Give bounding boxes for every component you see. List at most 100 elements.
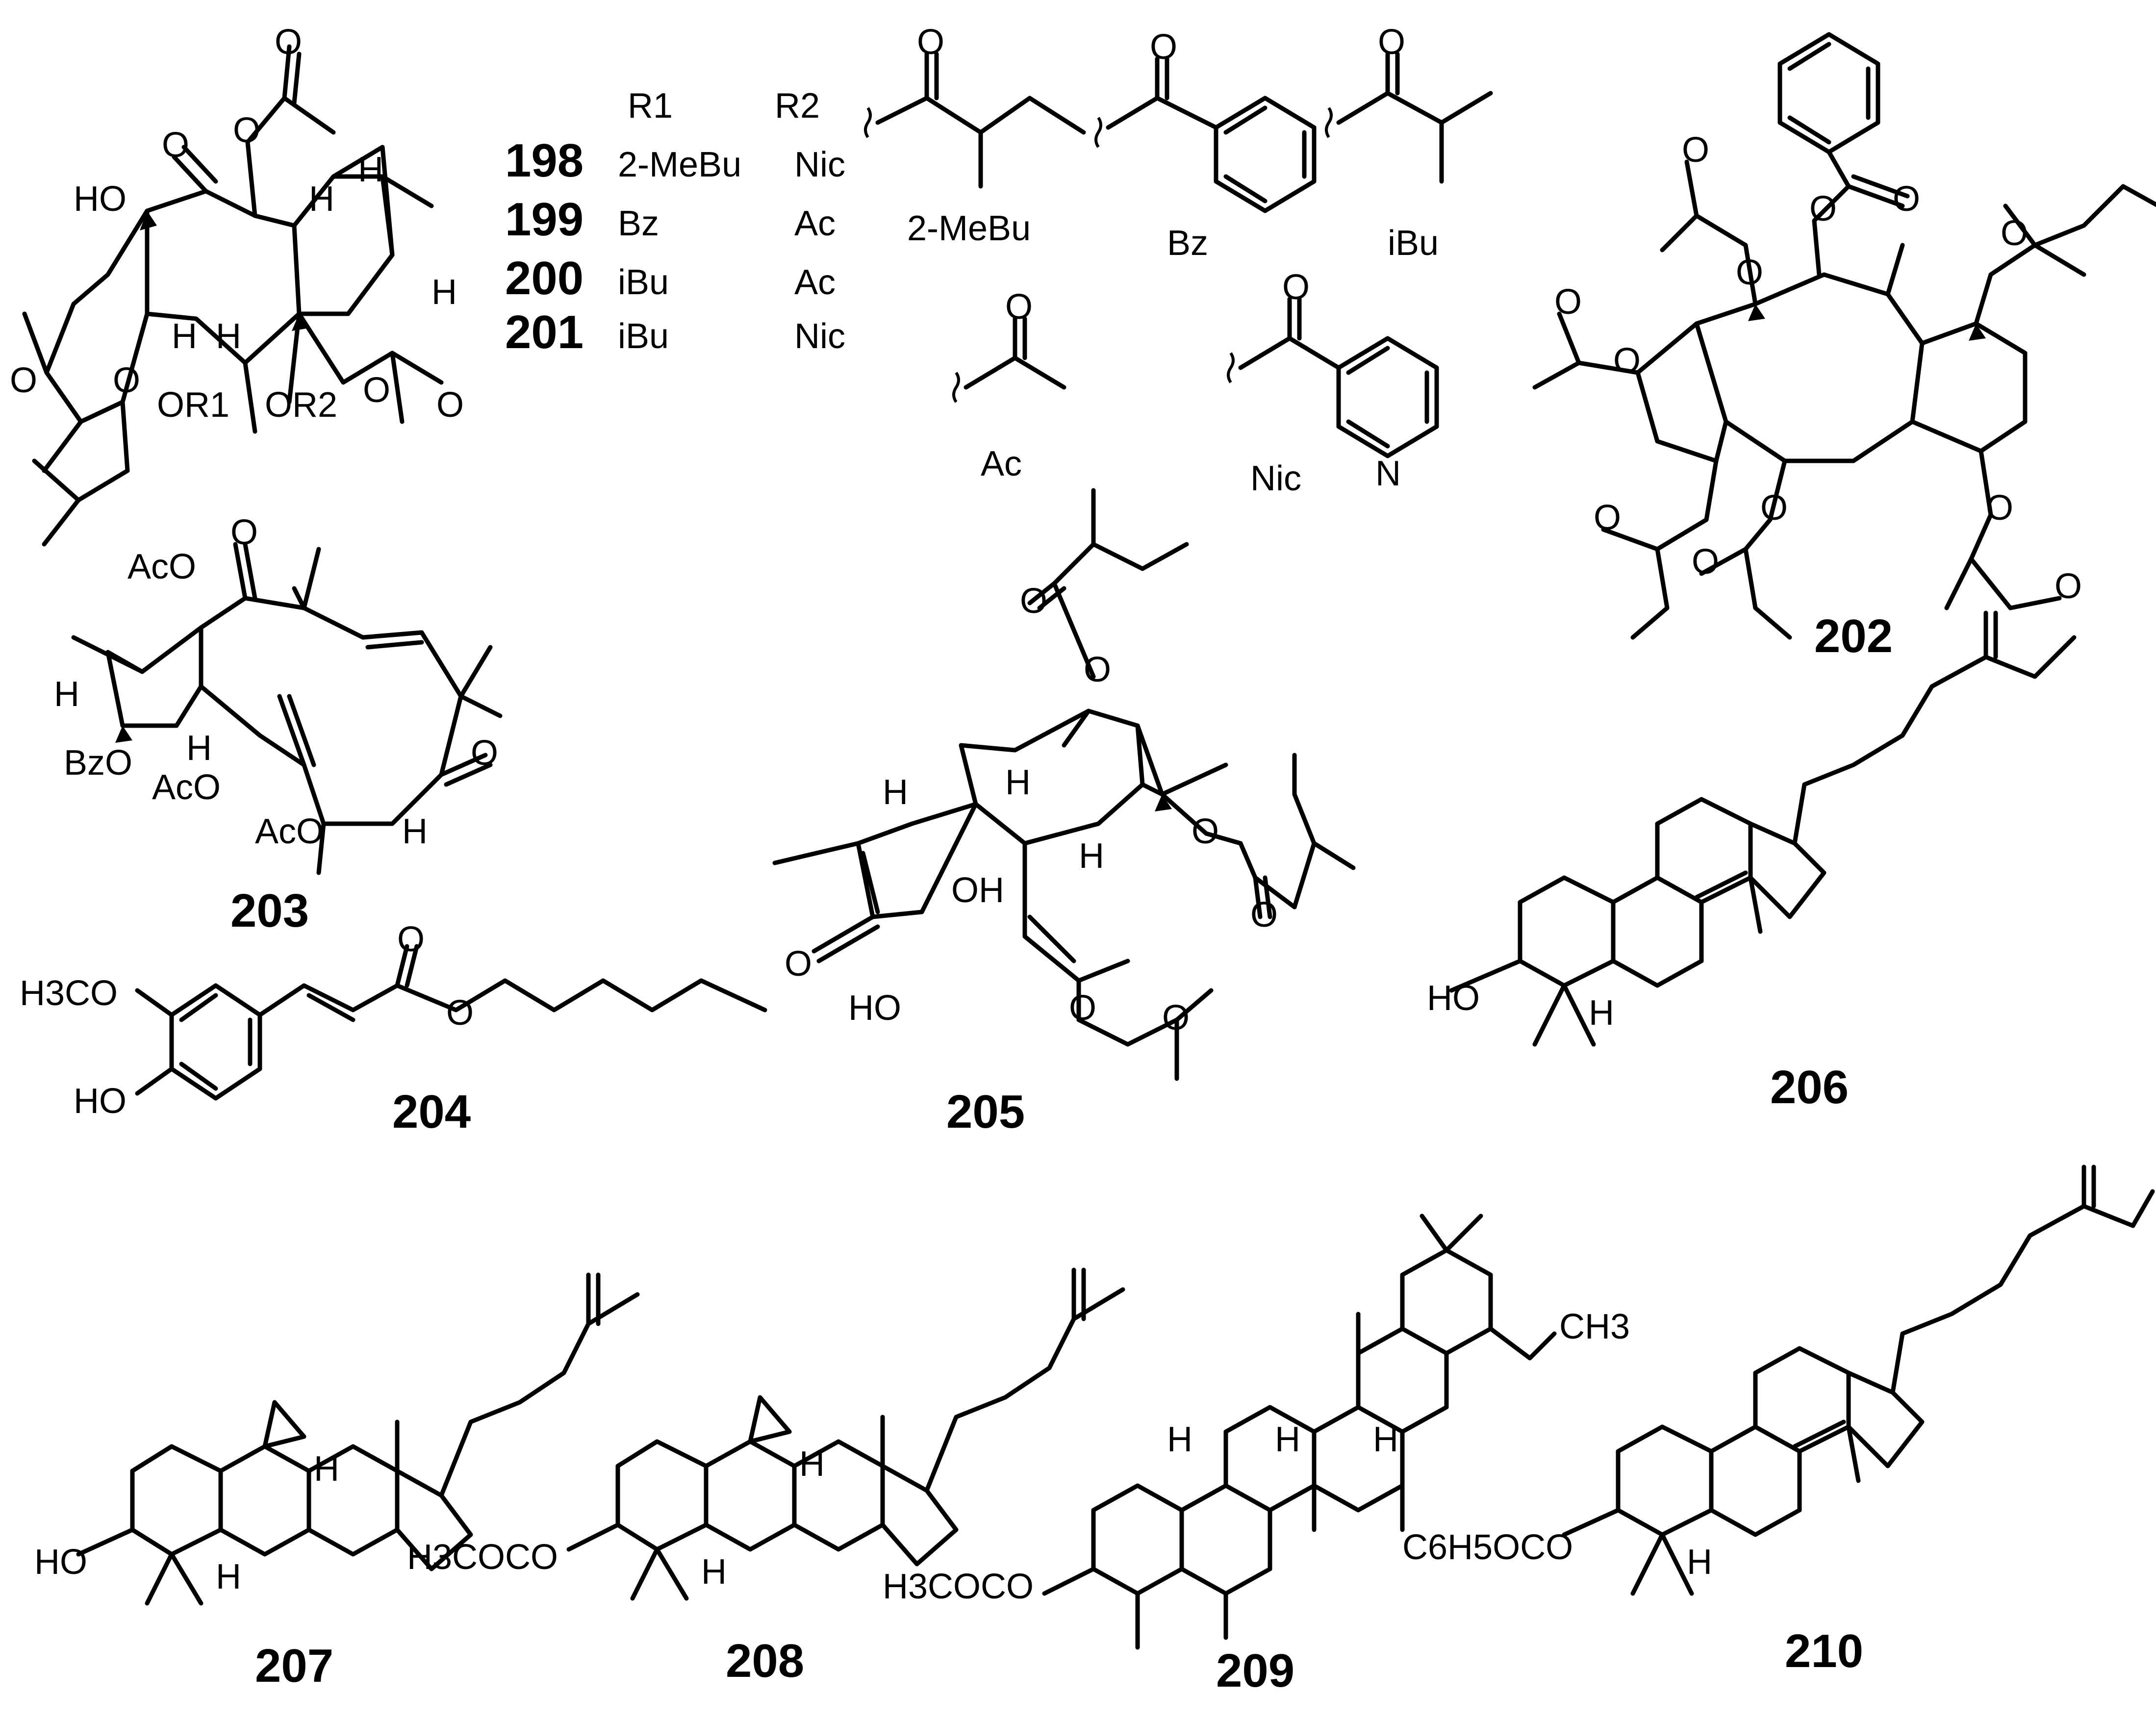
label-h3coco-208: H3COCO	[407, 1538, 558, 1577]
label-ho-204: HO	[74, 1082, 127, 1121]
label-o-nic: O	[1282, 268, 1310, 307]
label-o-202-ac5: O	[2001, 214, 2028, 253]
label-o-202-ac3-co: O	[1692, 542, 1719, 582]
structure-206: HO H 206	[1427, 610, 2077, 1113]
compound-210: 210	[1785, 1625, 1863, 1677]
label-o-acetyl-top: O	[275, 23, 302, 62]
label-o-205-ibu: O	[1084, 650, 1111, 689]
label-or2: OR2	[265, 385, 337, 425]
label-2-mebu: 2-MeBu	[907, 209, 1031, 248]
label-o-202-ac2: O	[1613, 341, 1641, 380]
legend-nic: O N Nic	[1227, 268, 1439, 498]
compound-201: 201	[505, 306, 583, 358]
label-o-propionate: O	[113, 361, 140, 400]
structure-202: O O O O O O O O O O O O O 202	[1532, 32, 2156, 662]
label-h-205-1: H	[883, 773, 908, 812]
label-h-203-3: H	[402, 812, 428, 851]
label-nic: Nic	[1250, 459, 1301, 498]
compound-202: 202	[1814, 610, 1893, 662]
structure-198-201: HO O O O H H H H H O O OR1 OR2 O O	[10, 23, 464, 547]
label-o-ac: O	[1005, 287, 1033, 327]
label-ac: Ac	[981, 444, 1022, 483]
label-bz: Bz	[1167, 224, 1208, 263]
label-o-205-ibu-co: O	[1020, 582, 1047, 621]
label-h3co-204: H3CO	[20, 974, 118, 1013]
label-h-203-1: H	[54, 675, 79, 714]
r1-200: iBu	[618, 263, 669, 302]
compound-205: 205	[946, 1086, 1025, 1138]
label-h-5: H	[216, 317, 241, 356]
label-o-propionate-co: O	[10, 361, 37, 400]
label-h-207-2: H	[216, 1557, 241, 1596]
label-o-205-angelate-co: O	[1250, 895, 1278, 935]
label-n-nic: N	[1375, 454, 1401, 493]
label-o-acetoxy-bottom: O	[363, 371, 390, 410]
label-h-205-2: H	[1005, 763, 1031, 802]
label-o-203-ketone1: O	[230, 513, 258, 552]
label-o-205-acetate: O	[1069, 988, 1096, 1028]
label-o-202-ac3: O	[1760, 488, 1788, 528]
label-or1: OR1	[157, 385, 229, 425]
label-o-202-ac2-co: O	[1554, 282, 1582, 322]
compound-204: 204	[392, 1086, 471, 1138]
label-h-210: H	[1687, 1543, 1712, 1582]
label-o-acetoxy-bottom-co: O	[436, 385, 464, 425]
label-o-202-ac1: O	[1736, 253, 1763, 292]
legend-ibu: O iBu	[1325, 23, 1493, 263]
label-h-203-2: H	[186, 729, 212, 768]
label-h-3: H	[431, 273, 457, 312]
compound-203: 203	[230, 885, 309, 937]
label-o-204-ester: O	[446, 993, 474, 1033]
label-aco-203-3: AcO	[255, 812, 324, 851]
label-ho-205: HO	[848, 988, 901, 1028]
label-ho-207: HO	[34, 1543, 87, 1582]
legend-ac: O Ac	[952, 287, 1066, 483]
label-h-206: H	[1589, 993, 1614, 1033]
label-h-209-3: H	[1373, 1420, 1398, 1459]
label-o-mebu: O	[917, 23, 944, 62]
label-o-205-acetate-co: O	[1162, 998, 1190, 1037]
label-ibu: iBu	[1388, 224, 1439, 263]
header-r1: R1	[628, 86, 673, 126]
label-h3coco-209: H3COCO	[883, 1567, 1034, 1606]
r1-198: 2-MeBu	[618, 145, 741, 184]
label-o-202-ac1-co: O	[1682, 130, 1709, 170]
label-o-205-ketone: O	[785, 944, 812, 984]
label-h-209-1: H	[1167, 1420, 1192, 1459]
structure-210: C6H5OCO H 210	[1402, 1164, 2155, 1677]
label-o-204-co: O	[397, 920, 425, 959]
r2-199: Ac	[794, 204, 836, 243]
structure-203: AcO O O H BzO H AcO AcO H 203	[54, 513, 503, 937]
label-o-ketone: O	[162, 126, 189, 165]
label-h-207-1: H	[314, 1449, 339, 1489]
label-o-202-bz: O	[1809, 189, 1837, 228]
label-aco-203-2: AcO	[152, 768, 221, 807]
label-ho-1: HO	[74, 179, 127, 219]
r2-201: Nic	[794, 317, 845, 356]
compound-200: 200	[505, 252, 583, 304]
compound-198: 198	[505, 134, 583, 187]
r2-198: Nic	[794, 145, 845, 184]
compound-208: 208	[726, 1635, 804, 1687]
label-o-205-angelate: O	[1192, 812, 1219, 851]
label-oh-205: OH	[951, 871, 1004, 910]
structure-209: H3COCO CH3 H H H 209	[883, 1214, 1630, 1697]
legend-2-mebu: O 2-MeBu	[864, 23, 1086, 248]
label-h-1: H	[309, 179, 334, 219]
label-h-208-2: H	[701, 1552, 727, 1592]
legend-bz: O Bz	[1094, 27, 1317, 263]
structure-205: O O H H OH H O HO O O O O 205	[772, 488, 1356, 1138]
r1-201: iBu	[618, 317, 669, 356]
structure-204: H3CO HO O O 204	[20, 920, 767, 1138]
compound-209: 209	[1216, 1644, 1294, 1697]
label-o-acetoxy-top: O	[233, 111, 260, 150]
label-h-209-2: H	[1275, 1420, 1300, 1459]
label-ch3-209: CH3	[1559, 1307, 1630, 1346]
label-ho-206: HO	[1427, 979, 1480, 1018]
label-o-bz: O	[1150, 27, 1177, 67]
header-r2: R2	[775, 86, 820, 126]
label-h-2: H	[358, 150, 383, 189]
label-o-202-ketone: O	[1594, 498, 1621, 537]
label-o-202-ac4: O	[1986, 488, 2013, 528]
